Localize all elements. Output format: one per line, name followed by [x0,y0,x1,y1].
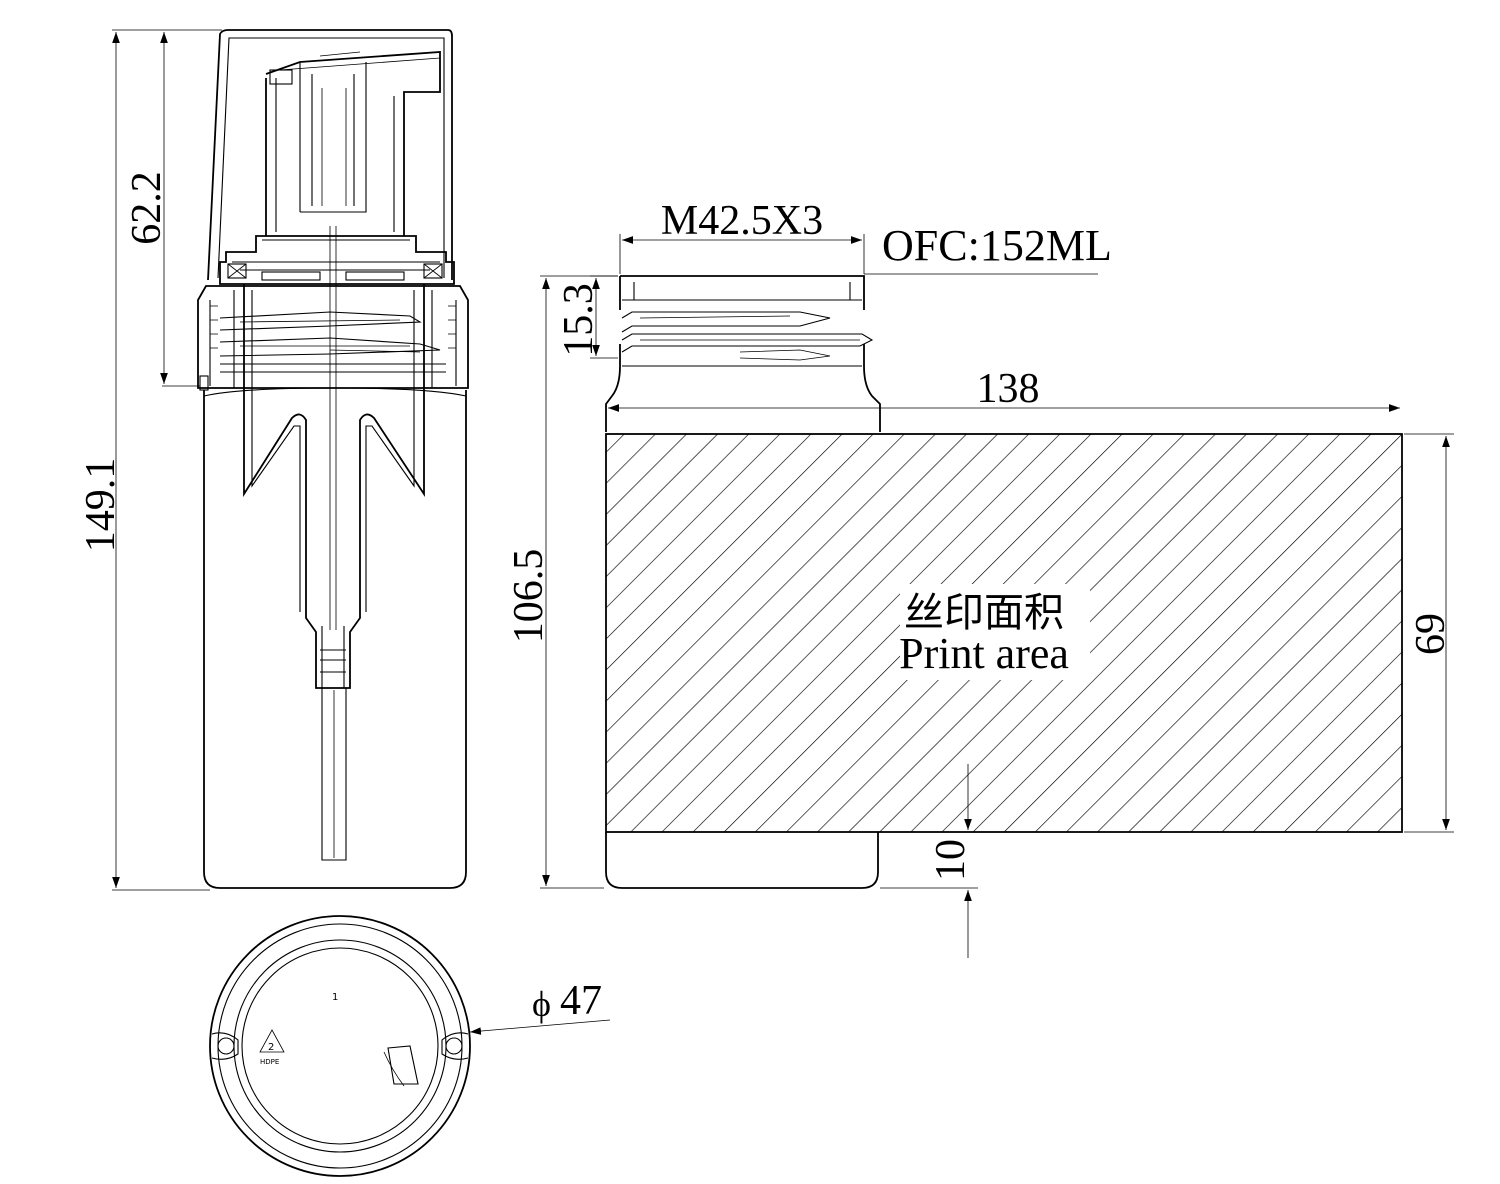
left-dimensions: 149.1 62.2 [78,29,222,891]
neck-finish [605,275,881,432]
print-area-label-en: Print area [899,629,1069,678]
pump-cylinder [243,284,425,689]
pump-closure [219,235,455,285]
svg-text:2: 2 [268,1042,274,1053]
bottle-body-left [203,226,467,889]
dip-tube [321,688,347,861]
dim-neck-height: 15.3 [556,283,602,357]
dim-overall-height: 149.1 [78,458,124,553]
dim-diameter: 47 [560,978,602,1024]
dim-pump-height: 62.2 [124,171,170,245]
diameter-dimension: ϕ 47 [469,978,611,1035]
right-dimensions: M42.5X3 OFC:152ML 15.3 106.5 138 69 10 [506,198,1454,958]
dim-diameter-symbol: ϕ [532,984,551,1024]
dim-thread-spec: M42.5X3 [661,198,823,244]
dim-print-height: 69 [1408,613,1454,655]
dim-print-width: 138 [977,366,1040,412]
dim-bottle-height: 106.5 [506,549,552,644]
neck-thread [621,311,874,353]
screw-collar [197,285,469,389]
capacity-note: OFC:152ML [882,221,1112,270]
overcap-outline [207,29,453,281]
bottle-print-view: 丝印面积 Print area [605,275,1403,889]
dim-bottom-margin: 10 [928,839,974,881]
material-code: HDPE [260,1058,279,1066]
date-dial [387,1045,419,1085]
recycle-icon: 2 HDPE [259,1029,285,1066]
actuator-head [265,51,441,236]
pump-bottle-side-view [197,29,469,391]
bottle-bottom-view: 1 2 HDPE [209,915,471,1177]
cavity-number: 1 [332,992,338,1003]
print-area-label-cn: 丝印面积 [904,590,1064,636]
